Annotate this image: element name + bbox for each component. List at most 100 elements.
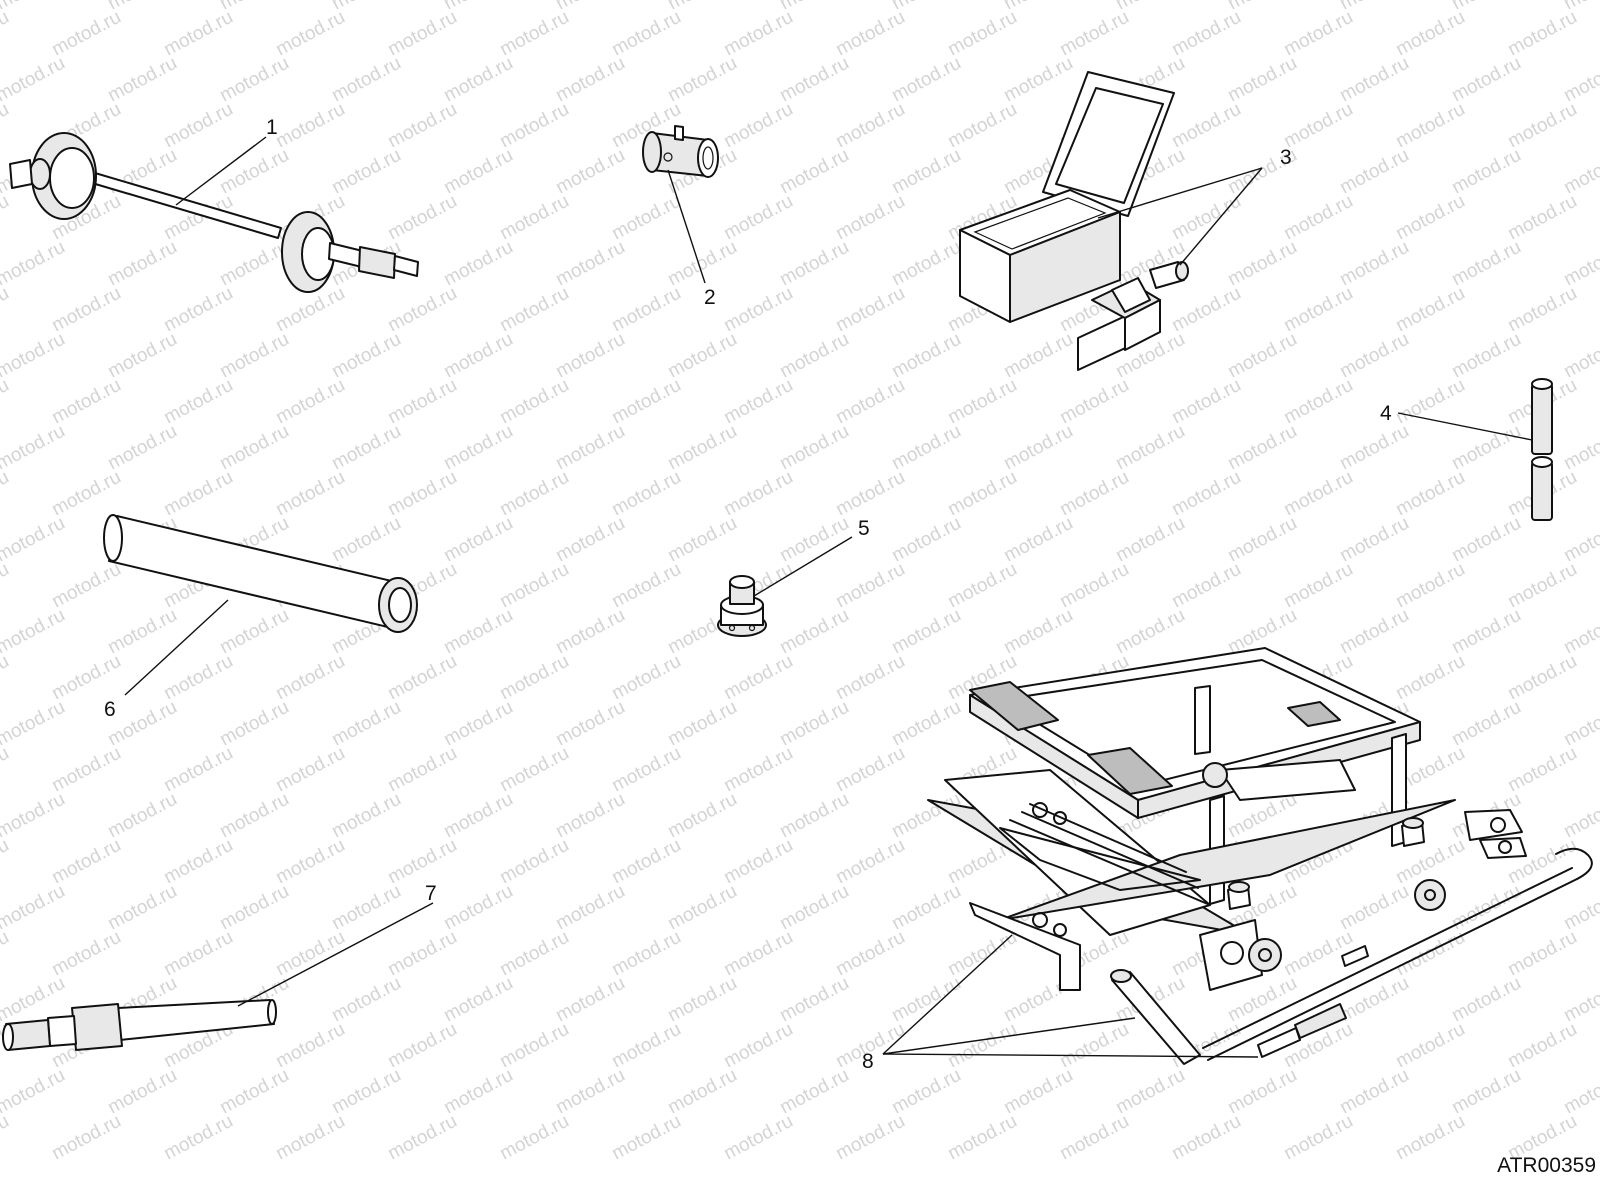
watermark-text: motod.ru	[1168, 467, 1244, 521]
watermark-text: motod.ru	[1280, 559, 1356, 613]
watermark-text: motod.ru	[440, 605, 516, 659]
watermark-text: motod.ru	[776, 329, 852, 383]
watermark-text: motod.ru	[552, 145, 628, 199]
watermark-text: motod.ru	[1560, 421, 1600, 475]
watermark-text: motod.ru	[272, 743, 348, 797]
watermark-text: motod.ru	[1504, 1019, 1580, 1073]
watermark-text: motod.ru	[272, 835, 348, 889]
watermark-text: motod.ru	[608, 835, 684, 889]
watermark-text: motod.ru	[272, 1019, 348, 1073]
watermark-text: motod.ru	[496, 1111, 572, 1165]
watermark-text: motod.ru	[328, 789, 404, 843]
watermark-text: motod.ru	[664, 1065, 740, 1119]
watermark-text: motod.ru	[776, 605, 852, 659]
watermark-text: motod.ru	[832, 559, 908, 613]
watermark-text: motod.ru	[776, 973, 852, 1027]
watermark-text: motod.ru	[1560, 881, 1600, 935]
watermark-text: motod.ru	[384, 375, 460, 429]
watermark-text: motod.ru	[1112, 1065, 1188, 1119]
watermark-text: motod.ru	[440, 697, 516, 751]
watermark-text: motod.ru	[720, 283, 796, 337]
watermark-text: motod.ru	[1280, 191, 1356, 245]
watermark-text: motod.ru	[776, 237, 852, 291]
watermark-text: motod.ru	[944, 375, 1020, 429]
watermark-text: motod.ru	[552, 53, 628, 107]
watermark-text: motod.ru	[328, 421, 404, 475]
watermark-text: motod.ru	[888, 697, 964, 751]
watermark-text: motod.ru	[944, 559, 1020, 613]
watermark-text: motod.ru	[552, 421, 628, 475]
watermark-text: motod.ru	[1392, 99, 1468, 153]
watermark-text: motod.ru	[1560, 973, 1600, 1027]
watermark-text: motod.ru	[0, 191, 13, 245]
watermark-text: motod.ru	[1168, 1111, 1244, 1165]
watermark-text: motod.ru	[608, 927, 684, 981]
watermark-text: motod.ru	[1504, 7, 1580, 61]
watermark-text: motod.ru	[776, 145, 852, 199]
watermark-text: motod.ru	[1224, 421, 1300, 475]
watermark-text: motod.ru	[832, 99, 908, 153]
watermark-text: motod.ru	[48, 651, 124, 705]
watermark-text: motod.ru	[888, 973, 964, 1027]
callout-7: 7	[425, 882, 437, 905]
watermark-text: motod.ru	[216, 421, 292, 475]
watermark-text: motod.ru	[664, 329, 740, 383]
watermark-text: motod.ru	[496, 283, 572, 337]
watermark-text: motod.ru	[104, 53, 180, 107]
watermark-text: motod.ru	[608, 191, 684, 245]
watermark-text: motod.ru	[104, 237, 180, 291]
leader-lines	[124, 136, 1533, 1058]
watermark-text: motod.ru	[440, 513, 516, 567]
watermark-text: motod.ru	[48, 467, 124, 521]
watermark-text: motod.ru	[496, 467, 572, 521]
watermark-text: motod.ru	[216, 53, 292, 107]
watermark-text: motod.ru	[1224, 1065, 1300, 1119]
watermark-text: motod.ru	[1448, 53, 1524, 107]
watermark-text: motod.ru	[272, 99, 348, 153]
watermark-text: motod.ru	[104, 1065, 180, 1119]
watermark-text: motod.ru	[1448, 697, 1524, 751]
watermark-text: motod.ru	[48, 1111, 124, 1165]
watermark-text: motod.ru	[1504, 99, 1580, 153]
watermark-text: motod.ru	[328, 329, 404, 383]
watermark-text: motod.ru	[496, 835, 572, 889]
watermark-text: motod.ru	[496, 1019, 572, 1073]
watermark-text: motod.ru	[272, 467, 348, 521]
watermark-text: motod.ru	[272, 7, 348, 61]
watermark-text: motod.ru	[0, 53, 69, 107]
watermark-text: motod.ru	[1280, 375, 1356, 429]
watermark-text: motod.ru	[1336, 421, 1412, 475]
watermark-text: motod.ru	[1336, 513, 1412, 567]
watermark-text: motod.ru	[160, 283, 236, 337]
callout-4: 4	[1380, 402, 1392, 425]
watermark-text: motod.ru	[832, 927, 908, 981]
watermark-text: motod.ru	[1448, 421, 1524, 475]
watermark-text: motod.ru	[944, 467, 1020, 521]
watermark-text: motod.ru	[608, 559, 684, 613]
watermark-text: motod.ru	[944, 927, 1020, 981]
watermark-text: motod.ru	[160, 1111, 236, 1165]
watermark-text: motod.ru	[1336, 145, 1412, 199]
watermark-text: motod.ru	[664, 53, 740, 107]
watermark-text: motod.ru	[0, 7, 13, 61]
watermark-text: motod.ru	[720, 191, 796, 245]
watermark-text: motod.ru	[1056, 375, 1132, 429]
watermark-text: motod.ru	[160, 651, 236, 705]
watermark-text: motod.ru	[328, 881, 404, 935]
callout-8: 8	[862, 1050, 874, 1073]
watermark-text: motod.ru	[496, 191, 572, 245]
watermark-text: motod.ru	[608, 651, 684, 705]
watermark-text: motod.ru	[1000, 421, 1076, 475]
watermark-text: motod.ru	[608, 283, 684, 337]
watermark-text: motod.ru	[384, 99, 460, 153]
diagram-code: ATR00359	[1497, 1154, 1596, 1177]
watermark-text: motod.ru	[888, 237, 964, 291]
watermark-text: motod.ru	[440, 1065, 516, 1119]
watermark-text: motod.ru	[0, 881, 69, 935]
watermark-text: motod.ru	[1168, 99, 1244, 153]
callout-2: 2	[704, 286, 716, 309]
watermark-text: motod.ru	[608, 375, 684, 429]
watermark-text: motod.ru	[1336, 881, 1412, 935]
watermark-text: motod.ru	[440, 53, 516, 107]
watermark-text: motod.ru	[216, 145, 292, 199]
